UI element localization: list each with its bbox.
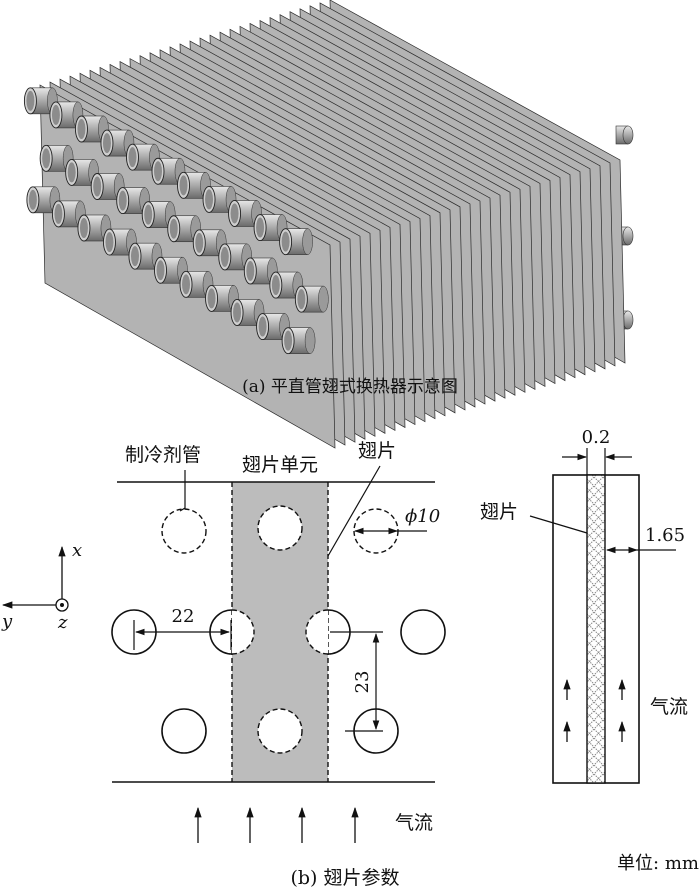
tube-circle-dashed bbox=[161, 508, 207, 554]
fin-plate-hatched bbox=[586, 474, 606, 784]
fin-gap-label: 1.65 bbox=[645, 525, 685, 546]
fin-side-view: 0.2 翅片 1.65 气流 单位: mm bbox=[480, 427, 699, 874]
fin-parameter-diagram: 制冷剂管 翅片单元 翅片 ϕ10 22 23 x y z bbox=[1, 440, 446, 889]
x-axis-label: x bbox=[72, 540, 82, 561]
caption-b: (b) 翅片参数 bbox=[290, 867, 399, 889]
tube-leader-line bbox=[179, 470, 186, 512]
side-airflow-arrows bbox=[563, 678, 626, 742]
airflow-arrows bbox=[194, 806, 359, 843]
tube-circle bbox=[257, 708, 303, 754]
longitudinal-pitch-label: 23 bbox=[352, 671, 373, 694]
airflow-label: 气流 bbox=[395, 812, 433, 834]
diameter-label: ϕ10 bbox=[405, 506, 440, 527]
side-airflow-label: 气流 bbox=[650, 696, 688, 718]
z-axis-label: z bbox=[57, 612, 68, 633]
label-fin: 翅片 bbox=[358, 440, 396, 462]
fin-stack-3d bbox=[23, 0, 634, 449]
side-fin-leader bbox=[529, 515, 588, 534]
side-fin-label: 翅片 bbox=[480, 501, 518, 523]
label-fin-unit: 翅片单元 bbox=[242, 454, 318, 476]
tube-circle bbox=[400, 609, 446, 655]
tube-circle bbox=[161, 708, 207, 754]
fin-leader-line bbox=[327, 465, 381, 557]
fin-thickness-label: 0.2 bbox=[582, 427, 611, 448]
label-refrigerant-tube: 制冷剂管 bbox=[125, 444, 201, 466]
unit-label: 单位: mm bbox=[617, 853, 699, 874]
transverse-pitch-label: 22 bbox=[172, 606, 195, 627]
y-axis-label: y bbox=[1, 611, 13, 632]
tube-circle bbox=[257, 505, 303, 551]
caption-a: (a) 平直管翅式换热器示意图 bbox=[242, 377, 458, 397]
